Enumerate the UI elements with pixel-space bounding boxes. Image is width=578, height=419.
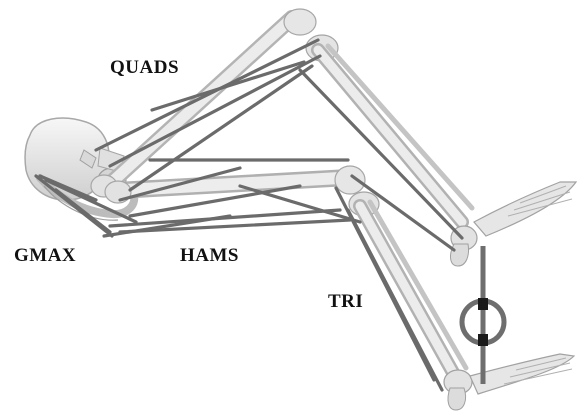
spring-marker-bottom (478, 334, 488, 346)
far-foot (474, 182, 576, 236)
foot-spring (462, 246, 504, 384)
label-gmax: GMAX (14, 246, 76, 265)
spring-marker-top (478, 298, 488, 310)
label-tri: TRI (328, 292, 363, 311)
label-quads: QUADS (110, 58, 179, 77)
label-hams: HAMS (180, 246, 239, 265)
near-leg (105, 166, 574, 410)
far-knee (284, 9, 316, 35)
near-knee (335, 166, 365, 194)
